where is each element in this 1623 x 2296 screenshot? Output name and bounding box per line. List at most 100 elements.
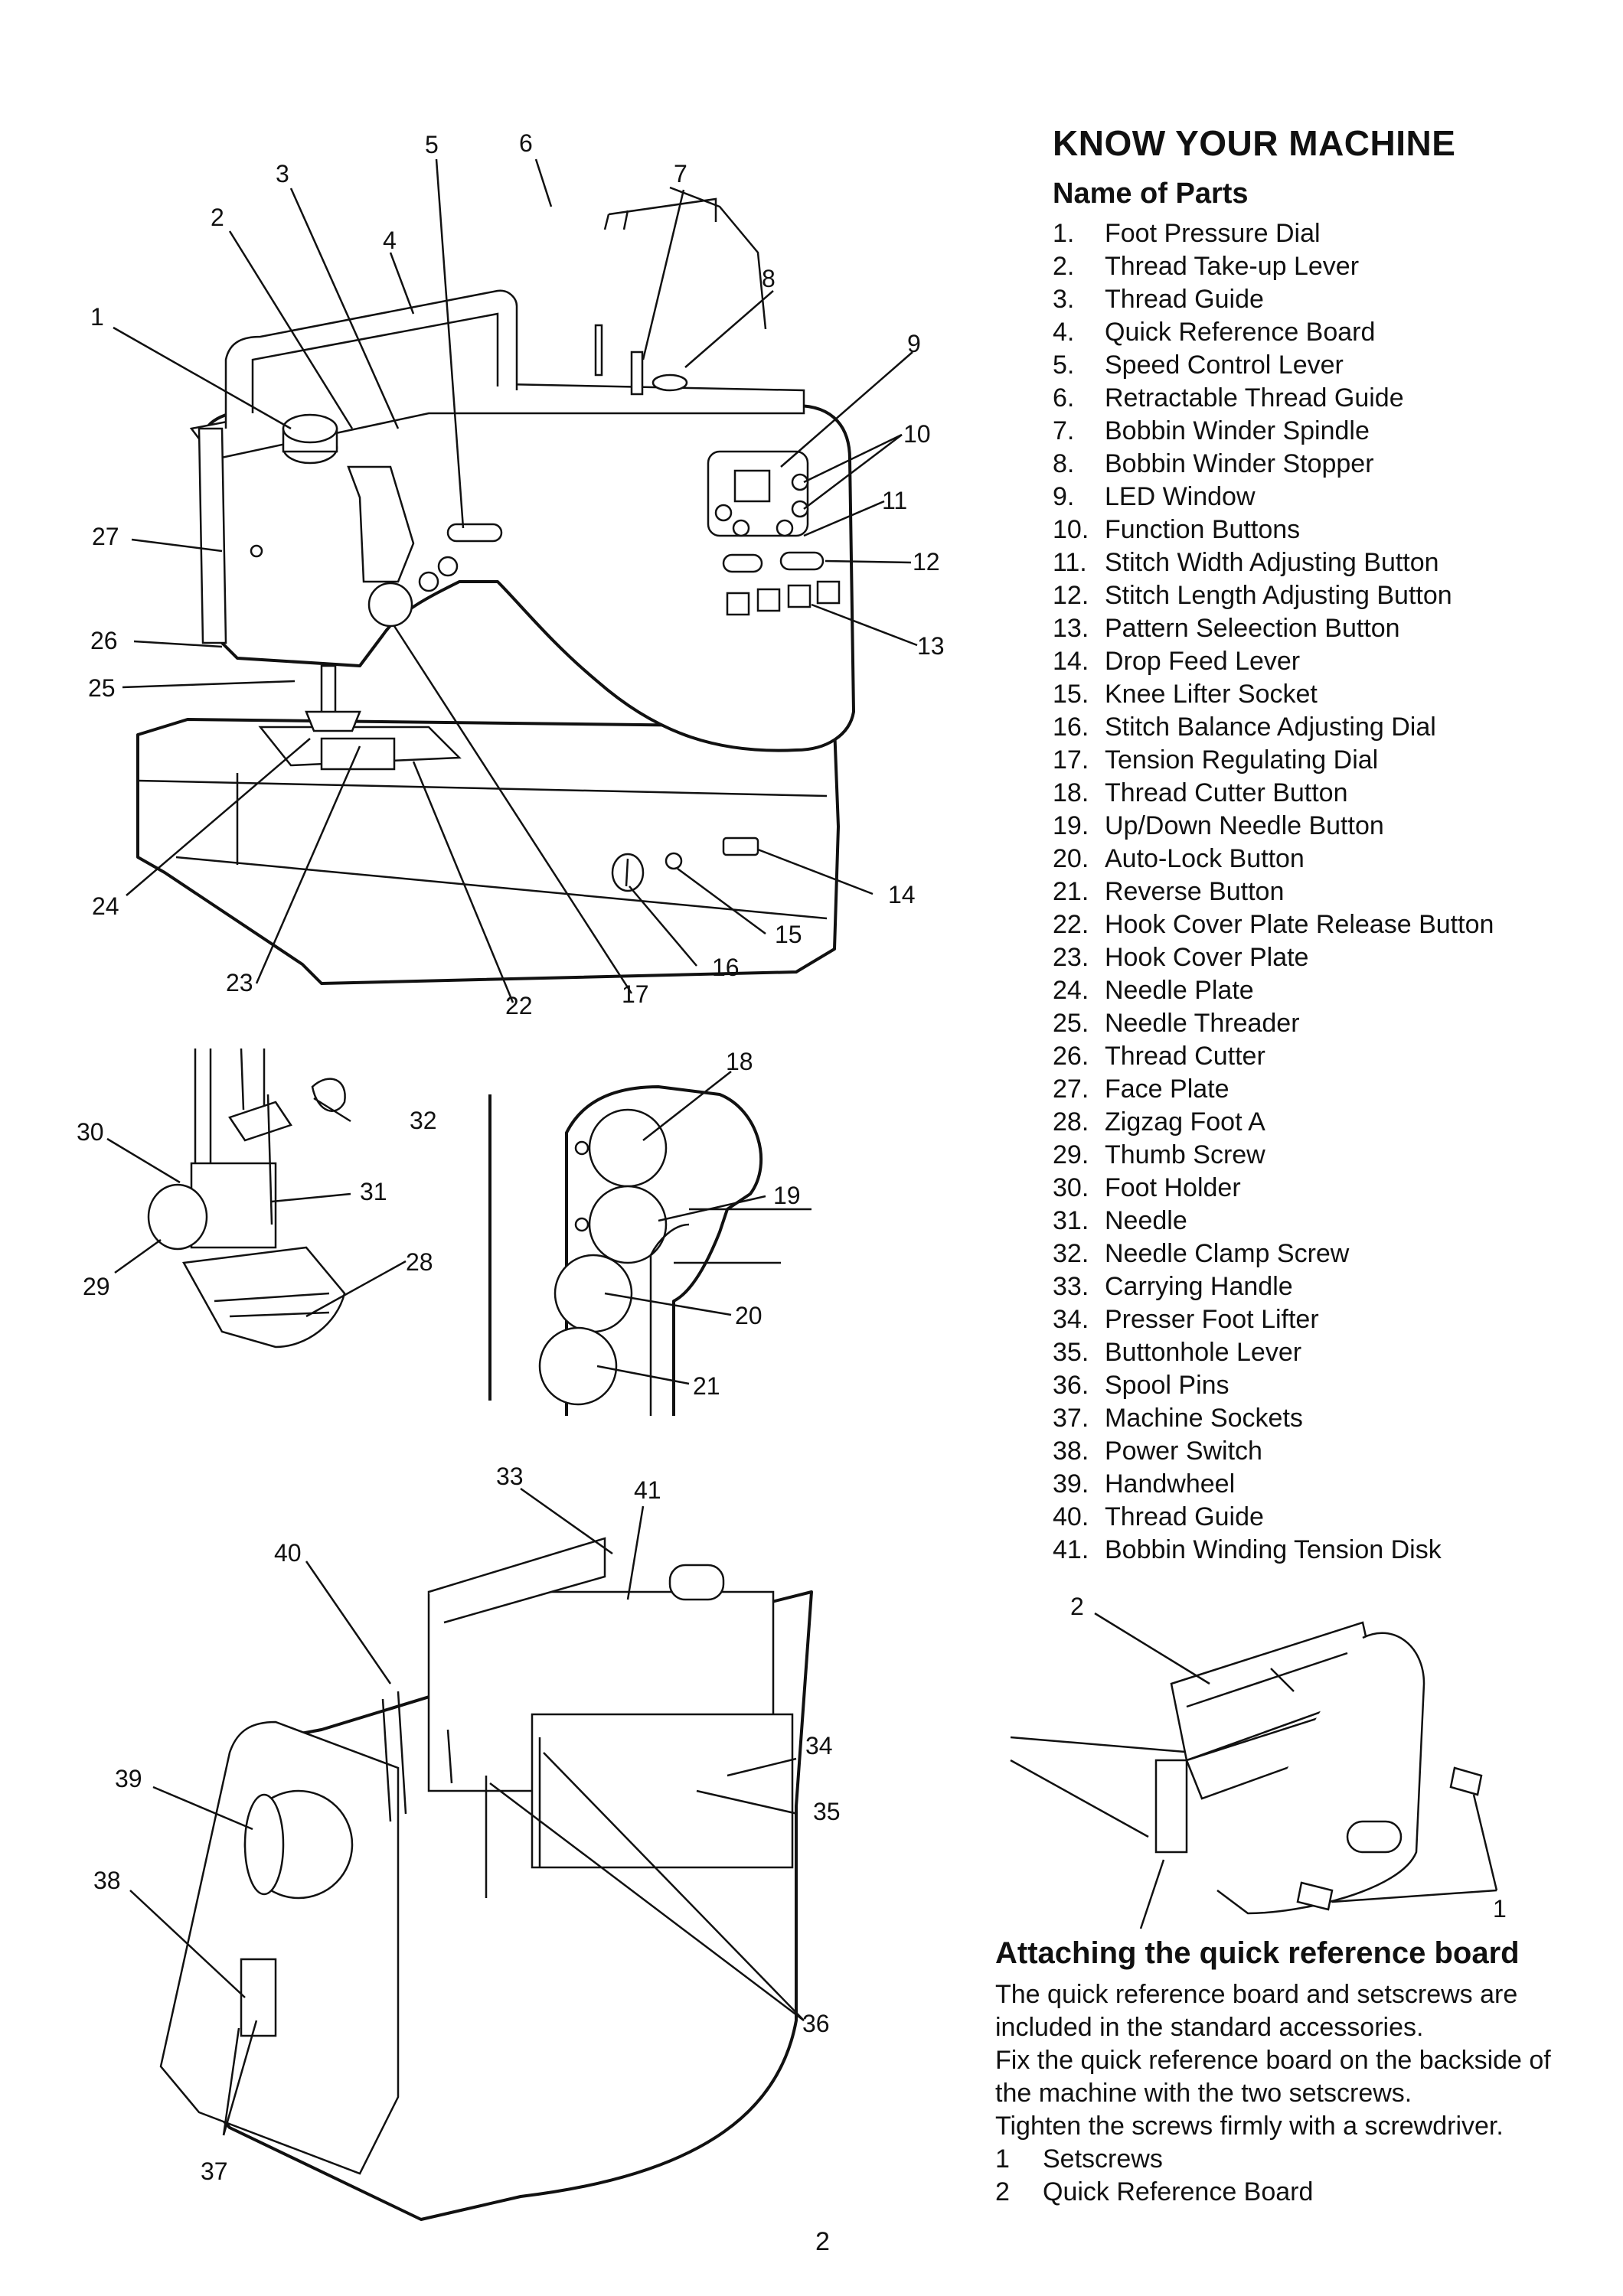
attach-section-title: Attaching the quick reference board <box>995 1936 1520 1970</box>
callout-number: 38 <box>93 1867 121 1894</box>
callout-number: 23 <box>226 969 253 996</box>
part-item: 36. Spool Pins <box>1053 1369 1494 1402</box>
part-item: 1. Foot Pressure Dial <box>1053 217 1494 250</box>
callout-number: 40 <box>274 1539 302 1567</box>
callout-number: 24 <box>92 892 119 920</box>
callout-number: 7 <box>674 160 687 188</box>
callout-number: 30 <box>77 1118 104 1146</box>
part-item: 14.Drop Feed Lever <box>1053 645 1494 678</box>
part-number: 34. <box>1053 1305 1089 1334</box>
section-title: Name of Parts <box>1053 178 1249 210</box>
part-number: 30. <box>1053 1173 1089 1202</box>
board-attach-diagram <box>1010 1621 1483 1929</box>
part-name: Speed Control Lever <box>1105 351 1344 380</box>
callout-number: 34 <box>805 1732 833 1760</box>
callout-number: 29 <box>83 1273 110 1300</box>
callout-number: 4 <box>383 227 397 254</box>
part-name: LED Window <box>1105 482 1256 511</box>
part-item: 6.Retractable Thread Guide <box>1053 382 1494 415</box>
part-name: Spool Pins <box>1105 1371 1229 1400</box>
part-name: Thread Take-up Lever <box>1105 252 1360 281</box>
legend-label: Setscrews <box>1043 2144 1163 2174</box>
instruction-line: The quick reference board and setscrews … <box>995 1980 1518 2009</box>
callout-number: 5 <box>425 131 439 158</box>
part-number: 2. <box>1053 252 1075 281</box>
callout-number: 19 <box>773 1182 801 1209</box>
callout-number: 1 <box>1493 1895 1507 1923</box>
callout-number: 35 <box>813 1798 841 1825</box>
callout-number: 18 <box>726 1048 753 1075</box>
part-number: 17. <box>1053 745 1089 775</box>
attach-instructions: The quick reference board and setscrews … <box>995 1978 1608 2143</box>
part-item: 8.Bobbin Winder Stopper <box>1053 448 1494 481</box>
part-number: 21. <box>1053 877 1089 906</box>
part-name: Stitch Width Adjusting Button <box>1105 548 1439 577</box>
part-number: 24. <box>1053 976 1089 1005</box>
part-item: 12.Stitch Length Adjusting Button <box>1053 579 1494 612</box>
part-item: 41.Bobbin Winding Tension Disk <box>1053 1534 1494 1567</box>
callout-number: 17 <box>622 980 649 1008</box>
parts-list: 1. Foot Pressure Dial 2. Thread Take-up Lev… <box>1053 217 1494 1567</box>
callout-number: 32 <box>410 1107 437 1134</box>
part-item: 25.Needle Threader <box>1053 1007 1494 1040</box>
part-number: 19. <box>1053 811 1089 840</box>
part-item: 10. Function Buttons <box>1053 514 1494 546</box>
part-name: Thread Cutter Button <box>1105 778 1348 807</box>
callout-number: 13 <box>917 632 945 660</box>
callout-number: 25 <box>88 674 116 702</box>
part-number: 39. <box>1053 1469 1089 1499</box>
callout-number: 1 <box>90 303 104 331</box>
callout-number: 37 <box>201 2157 228 2185</box>
part-name: Thread Guide <box>1105 1502 1264 1531</box>
callout-number: 26 <box>90 627 118 654</box>
part-item: 4.Quick Reference Board <box>1053 316 1494 349</box>
part-item: 24.Needle Plate <box>1053 974 1494 1007</box>
part-name: Function Buttons <box>1105 515 1301 544</box>
callout-number: 31 <box>360 1178 387 1205</box>
part-name: Hook Cover Plate Release Button <box>1105 910 1494 939</box>
part-number: 41. <box>1053 1535 1089 1564</box>
instruction-line: the machine with the two setscrews. <box>995 2079 1412 2108</box>
part-number: 15. <box>1053 680 1089 709</box>
part-name: Presser Foot Lifter <box>1105 1305 1319 1334</box>
callout-number: 11 <box>882 487 907 514</box>
part-item: 21. Reverse Button <box>1053 876 1494 908</box>
part-item: 35.Buttonhole Lever <box>1053 1336 1494 1369</box>
instruction-line: included in the standard accessories. <box>995 2013 1424 2042</box>
part-item: 39.Handwheel <box>1053 1468 1494 1501</box>
callout-number: 10 <box>903 420 931 448</box>
part-number: 26. <box>1053 1042 1089 1071</box>
callout-number: 15 <box>775 921 802 948</box>
rear-view-diagram <box>159 1537 813 2221</box>
part-name: Stitch Length Adjusting Button <box>1105 581 1452 610</box>
callout-number: 16 <box>712 954 740 981</box>
part-number: 23. <box>1053 943 1089 972</box>
part-number: 1. <box>1053 219 1075 248</box>
part-item: 38.Power Switch <box>1053 1435 1494 1468</box>
part-number: 10. <box>1053 515 1089 544</box>
part-item: 34. Presser Foot Lifter <box>1053 1303 1494 1336</box>
callout-numbers: 1 2 3 4 5 6 7 8 9 10 11 12 13 14 15 16 1… <box>77 129 1507 2185</box>
part-item: 11.Stitch Width Adjusting Button <box>1053 546 1494 579</box>
part-item: 15.Knee Lifter Socket <box>1053 678 1494 711</box>
part-item: 30.Foot Holder <box>1053 1172 1494 1205</box>
part-number: 36. <box>1053 1371 1089 1400</box>
callout-number: 39 <box>115 1765 142 1792</box>
part-name: Reverse Button <box>1105 877 1285 906</box>
callout-number: 41 <box>634 1476 661 1504</box>
part-number: 29. <box>1053 1140 1089 1169</box>
part-item: 26. Thread Cutter <box>1053 1040 1494 1073</box>
part-name: Thread Cutter <box>1105 1042 1265 1071</box>
part-item: 20.Auto-Lock Button <box>1053 843 1494 876</box>
part-name: Foot Pressure Dial <box>1105 219 1321 248</box>
front-view-diagram <box>136 186 855 985</box>
part-number: 28. <box>1053 1107 1089 1137</box>
page-number: 2 <box>815 2227 830 2256</box>
part-item: 37.Machine Sockets <box>1053 1402 1494 1435</box>
part-number: 22. <box>1053 910 1089 939</box>
part-number: 33. <box>1053 1272 1089 1301</box>
part-item: 28.Zigzag Foot A <box>1053 1106 1494 1139</box>
part-item: 2. Thread Take-up Lever <box>1053 250 1494 283</box>
